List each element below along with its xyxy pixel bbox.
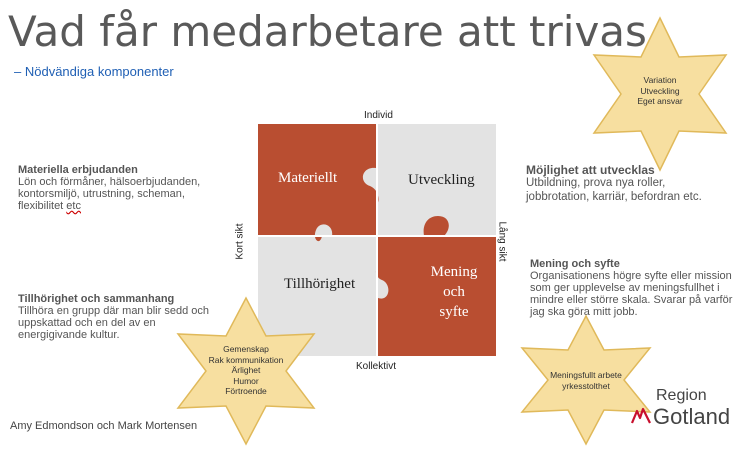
- block-mening-line3: mindre eller större skala. Svarar på var…: [530, 294, 733, 306]
- page-title: Vad får medarbetare att trivas: [8, 7, 647, 56]
- star-top-right-line1: Variation: [643, 75, 677, 85]
- puzzle-piece-mening: [375, 216, 496, 356]
- axis-label-top: Individ: [364, 110, 393, 121]
- star-bottom-right-icon: [520, 314, 652, 446]
- star-bottom-left-line1: Gemenskap: [223, 344, 269, 354]
- axis-label-right: Lång sikt: [496, 221, 508, 262]
- block-materiella-line3b: etc: [66, 200, 81, 212]
- block-materiella-title: Materiella erbjudanden: [18, 164, 138, 176]
- puzzle-label-tillhorighet: Tillhörighet: [284, 276, 356, 292]
- star-bottom-right: Meningsfullt arbete yrkesstolthet: [520, 314, 652, 446]
- star-bottom-left-line4: Humor: [233, 375, 259, 386]
- logo-text-region: Region: [656, 387, 707, 404]
- block-materiella-line1: Lön och förmåner, hälsoerbjudanden,: [18, 176, 201, 188]
- page-subtitle: – Nödvändiga komponenter: [14, 64, 174, 79]
- star-top-right: Variation Utveckling Eget ansvar: [592, 16, 728, 172]
- block-mening: Mening och syfte Organisationens högre s…: [530, 258, 748, 318]
- block-tillhorighet-line3: energigivande kultur.: [18, 329, 120, 341]
- block-materiella-line3: flexibilitet etc: [18, 200, 248, 212]
- star-bottom-left-line3: Ärlighet: [231, 365, 261, 375]
- block-mening-title: Mening och syfte: [530, 258, 620, 270]
- block-materiella: Materiella erbjudanden Lön och förmåner,…: [18, 164, 248, 212]
- block-materiella-line2: kontorsmiljö, utrustning, scheman,: [18, 188, 185, 200]
- star-top-right-text: Variation Utveckling Eget ansvar: [620, 75, 700, 107]
- block-tillhorighet: Tillhörighet och sammanhang Tillhöra en …: [18, 293, 258, 341]
- star-top-right-icon: [592, 16, 728, 172]
- puzzle-label-materiellt: Materiellt: [278, 170, 338, 186]
- block-tillhorighet-line2: uppskattad och en del av en: [18, 317, 156, 329]
- mening-line-1: Mening: [430, 264, 478, 280]
- star-bottom-left-text: Gemenskap Rak kommunikation Ärlighet Hum…: [196, 344, 296, 397]
- block-mening-line1: Organisationens högre syfte eller missio…: [530, 270, 732, 282]
- puzzle-label-utveckling: Utveckling: [408, 172, 475, 188]
- puzzle-graphic: Materiellt Utveckling Tillhörighet Menin…: [258, 124, 496, 356]
- star-bottom-left: Gemenskap Rak kommunikation Ärlighet Hum…: [176, 296, 316, 446]
- mening-line-3: syfte: [439, 304, 469, 320]
- region-gotland-logo-icon: [630, 407, 652, 430]
- puzzle-svg: [258, 124, 496, 356]
- puzzle-label-mening: Mening och syfte: [428, 262, 480, 322]
- block-mojlighet: Möjlighet att utvecklas Utbildning, prov…: [526, 164, 746, 204]
- footer-credit: Amy Edmondson och Mark Mortensen: [10, 420, 198, 432]
- block-mojlighet-line1: Utbildning, prova nya roller,: [526, 177, 666, 189]
- block-tillhorighet-line1: Tillhöra en grupp där man blir sedd och: [18, 305, 209, 317]
- block-materiella-line3a: flexibilitet: [18, 200, 67, 212]
- star-bottom-right-line1: Meningsfullt arbete: [550, 370, 622, 380]
- star-bottom-left-line5: Förtroende: [225, 386, 267, 396]
- star-top-right-line2: Utveckling: [640, 85, 680, 96]
- mening-line-2: och: [443, 284, 465, 300]
- star-bottom-right-line2: yrkesstolthet: [562, 380, 610, 391]
- block-mojlighet-line2: jobbrotation, karriär, befordran etc.: [526, 191, 702, 203]
- star-bottom-left-icon: [176, 296, 316, 446]
- block-mening-line4: jag ska göra mitt jobb.: [530, 306, 638, 318]
- logo-text-gotland: Gotland: [653, 404, 731, 429]
- star-bottom-left-line2: Rak kommunikation: [208, 354, 284, 365]
- block-tillhorighet-title: Tillhörighet och sammanhang: [18, 293, 175, 305]
- block-mening-line2: som ger upplevelse av meningsfullhet i: [530, 282, 720, 294]
- axis-label-bottom: Kollektivt: [356, 361, 397, 372]
- block-mojlighet-title: Möjlighet att utvecklas: [526, 163, 655, 177]
- star-bottom-right-text: Meningsfullt arbete yrkesstolthet: [542, 370, 630, 391]
- axis-label-left: Kort sikt: [234, 223, 246, 260]
- puzzle-piece-materiellt: [258, 124, 379, 242]
- star-top-right-line3: Eget ansvar: [637, 96, 683, 106]
